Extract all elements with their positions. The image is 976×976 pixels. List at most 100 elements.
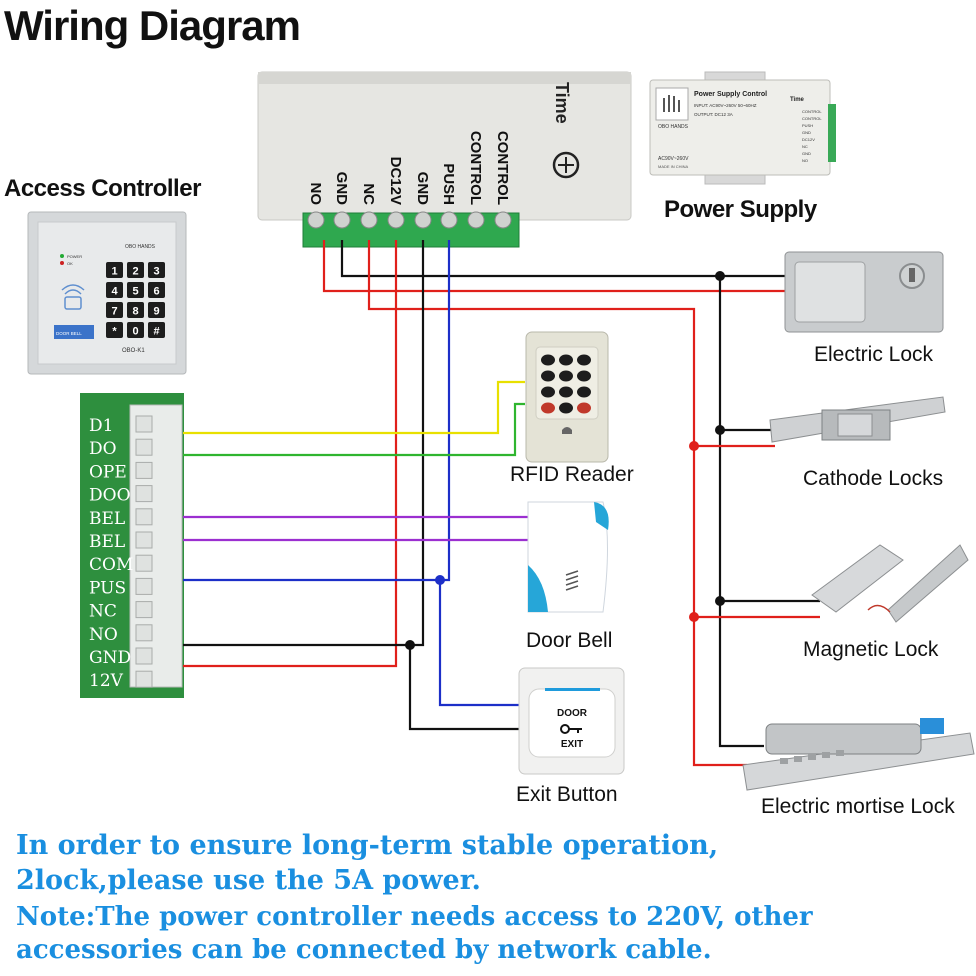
terminal-label-dc12v: DC12V [387,157,404,205]
rfid-key [541,386,555,398]
connector-slot [135,485,153,503]
keypad-key-label: 8 [132,306,138,318]
keypad-rfid-icon [61,284,85,310]
keypad-doorbell-label: DOOR BELL [56,331,82,336]
terminal-label-push: PUSH [440,163,457,205]
note-line-4: accessories can be connected by network … [16,935,712,965]
wire-no-red [322,240,787,293]
wire-push-blue [183,240,451,582]
pin-label: 12V [89,671,124,691]
pin-label: DOO [89,486,131,506]
label-exit-button: Exit Button [516,783,618,806]
brand-label: Time [552,82,572,124]
thumb-terminal-label: CONTROL [802,109,822,114]
terminal-label-gnd-2: GND [414,172,431,206]
rfid-key [577,370,591,382]
label-cathode-locks: Cathode Locks [803,467,944,490]
junction-dot [715,271,725,281]
thumb-terminal-label: CONTROL [802,116,822,121]
rfid-key [577,354,591,366]
keypad-key [148,262,165,278]
thumb-ac: AC90V~260V [658,156,689,162]
connector-slot [135,670,153,688]
pin-label: PUS [89,578,126,598]
pin-label: OPE [89,462,127,482]
connector-slot [135,531,153,549]
exit-door-text: DOOR [557,708,588,719]
keypad-key-label: 9 [153,306,159,318]
keypad-key [106,322,123,338]
connector-slot [135,554,153,572]
pin-label: BEL [89,509,125,529]
wire-gnd2-black [183,240,425,647]
pin-label: GND [89,648,131,668]
keypad-key [106,302,123,318]
keypad-model: OBO-K1 [122,348,145,354]
rfid-key [541,370,555,382]
label-access-controller: Access Controller [4,175,201,202]
power-supply-unit: NO GND NC DC12V GND PUSH CONTROL CONTROL… [257,71,632,248]
keypad-key [148,302,165,318]
electric-lock [784,251,944,333]
label-electric-lock: Electric Lock [814,343,934,366]
junction-dot [405,640,415,650]
rfid-key [559,402,573,414]
connector-slot [135,415,153,433]
thumb-terminal-label: GND [802,130,811,135]
thumb-heading: Power Supply Control [694,91,767,98]
brand-logo-icon [552,151,580,179]
junction-dot [715,425,725,435]
key-icon [560,724,582,734]
note-line-2: 2lock,please use the 5A power. [16,865,481,896]
junction-dot [689,441,699,451]
keypad-key [127,262,144,278]
door-bell [527,501,609,613]
wire-nc-red [367,240,747,767]
rfid-key [559,386,573,398]
keypad-key [148,322,165,338]
pin-label: COM [89,555,133,575]
thumb-terminal-label: NC [802,144,808,149]
thumb-terminal-label: GND [802,151,811,156]
rfid-key [559,370,573,382]
electric-mortise-lock [742,718,975,791]
connector-slot [135,647,153,665]
wire-gnd-black [340,240,720,278]
thumb-input: INPUT: AC90V~260V 50~60HZ [694,103,757,108]
keypad-key-label: 6 [153,286,159,298]
exit-button: DOOR EXIT [518,667,625,775]
keypad-key [127,322,144,338]
keypad-key-label: 2 [132,266,138,278]
thumb-made: MADE IN CHINA [658,164,689,169]
wires [183,240,820,767]
terminal-label-gnd: GND [333,172,350,206]
rfid-key [577,402,591,414]
keypad-key [127,282,144,298]
connector-slot [135,577,153,595]
pin-label: NO [89,625,118,645]
keypad-key-label: 1 [111,266,117,278]
label-magnetic-lock: Magnetic Lock [803,638,939,661]
page-title: Wiring Diagram [4,2,301,49]
keypad-ok-label: OK [67,261,73,266]
pin-label: BEL [89,532,125,552]
connector-slot [135,508,153,526]
keypad-key-label: 4 [111,286,118,298]
rfid-key [577,386,591,398]
pin-label: NC [89,602,117,622]
keypad-key-label: 0 [132,326,138,338]
cathode-lock [769,396,946,443]
note-line-3: Note:The power controller needs access t… [16,902,813,932]
wire-d1-yellow [183,380,525,435]
rfid-key [541,354,555,366]
keypad-key-label: 7 [111,306,117,318]
keypad-power-label: POWER [67,254,82,259]
terminal-label-nc: NC [360,183,377,205]
connector-slot [135,624,153,642]
keypad-key [148,282,165,298]
magnetic-lock [811,544,969,623]
junction-dot [435,575,445,585]
